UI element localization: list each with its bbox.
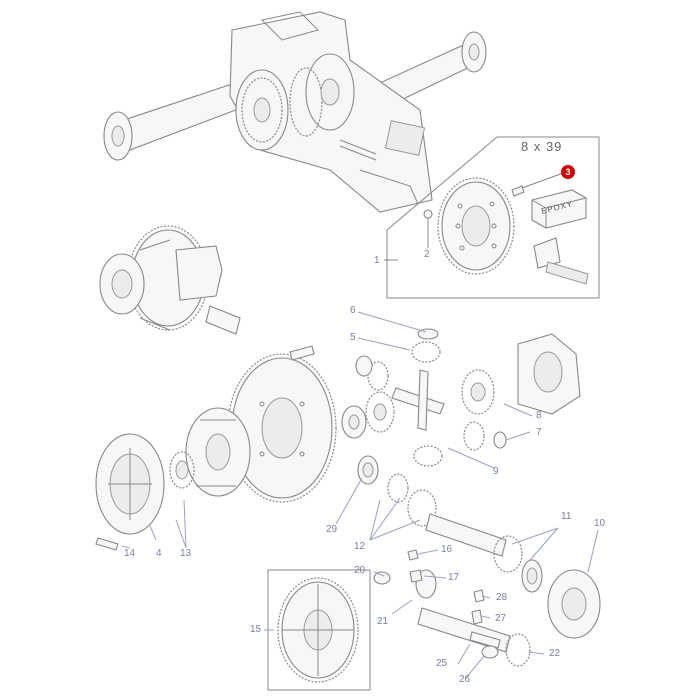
callout-11[interactable]: 11 <box>561 511 572 522</box>
callout-29[interactable]: 29 <box>326 524 338 535</box>
callout-4[interactable]: 4 <box>156 548 162 559</box>
pinion-shaft-group <box>335 455 601 679</box>
differential-assembly <box>99 225 241 335</box>
differential-gears <box>341 311 581 469</box>
callout-2[interactable]: 2 <box>424 249 430 260</box>
callout-15[interactable]: 15 <box>250 624 262 635</box>
callout-26[interactable]: 26 <box>459 674 471 685</box>
callout-20[interactable]: 20 <box>354 565 366 576</box>
callout-27[interactable]: 27 <box>495 613 507 624</box>
callout-8[interactable]: 8 <box>536 410 542 421</box>
callout-21[interactable]: 21 <box>377 616 389 627</box>
callout-9[interactable]: 9 <box>493 466 499 477</box>
axle-housing-assembly <box>103 11 487 213</box>
callout-17[interactable]: 17 <box>448 572 460 583</box>
callout-25[interactable]: 25 <box>436 658 448 669</box>
callout-14[interactable]: 14 <box>124 548 136 559</box>
callout-badge-3[interactable]: 3 <box>561 165 575 179</box>
callout-10[interactable]: 10 <box>594 518 606 529</box>
callout-12[interactable]: 12 <box>354 541 366 552</box>
gear-ratio-label: 8 x 39 <box>521 139 563 154</box>
callout-22[interactable]: 22 <box>549 648 561 659</box>
callout-5[interactable]: 5 <box>350 332 356 343</box>
callout-7[interactable]: 7 <box>536 427 542 438</box>
ring-gear-exploded <box>95 345 337 551</box>
hub-inset <box>264 569 371 691</box>
callout-1[interactable]: 1 <box>374 255 380 266</box>
callout-6[interactable]: 6 <box>350 305 356 316</box>
callout-13[interactable]: 13 <box>180 548 192 559</box>
callout-16[interactable]: 16 <box>441 544 453 555</box>
callout-28[interactable]: 28 <box>496 592 508 603</box>
ring-gear-inset <box>384 136 600 299</box>
